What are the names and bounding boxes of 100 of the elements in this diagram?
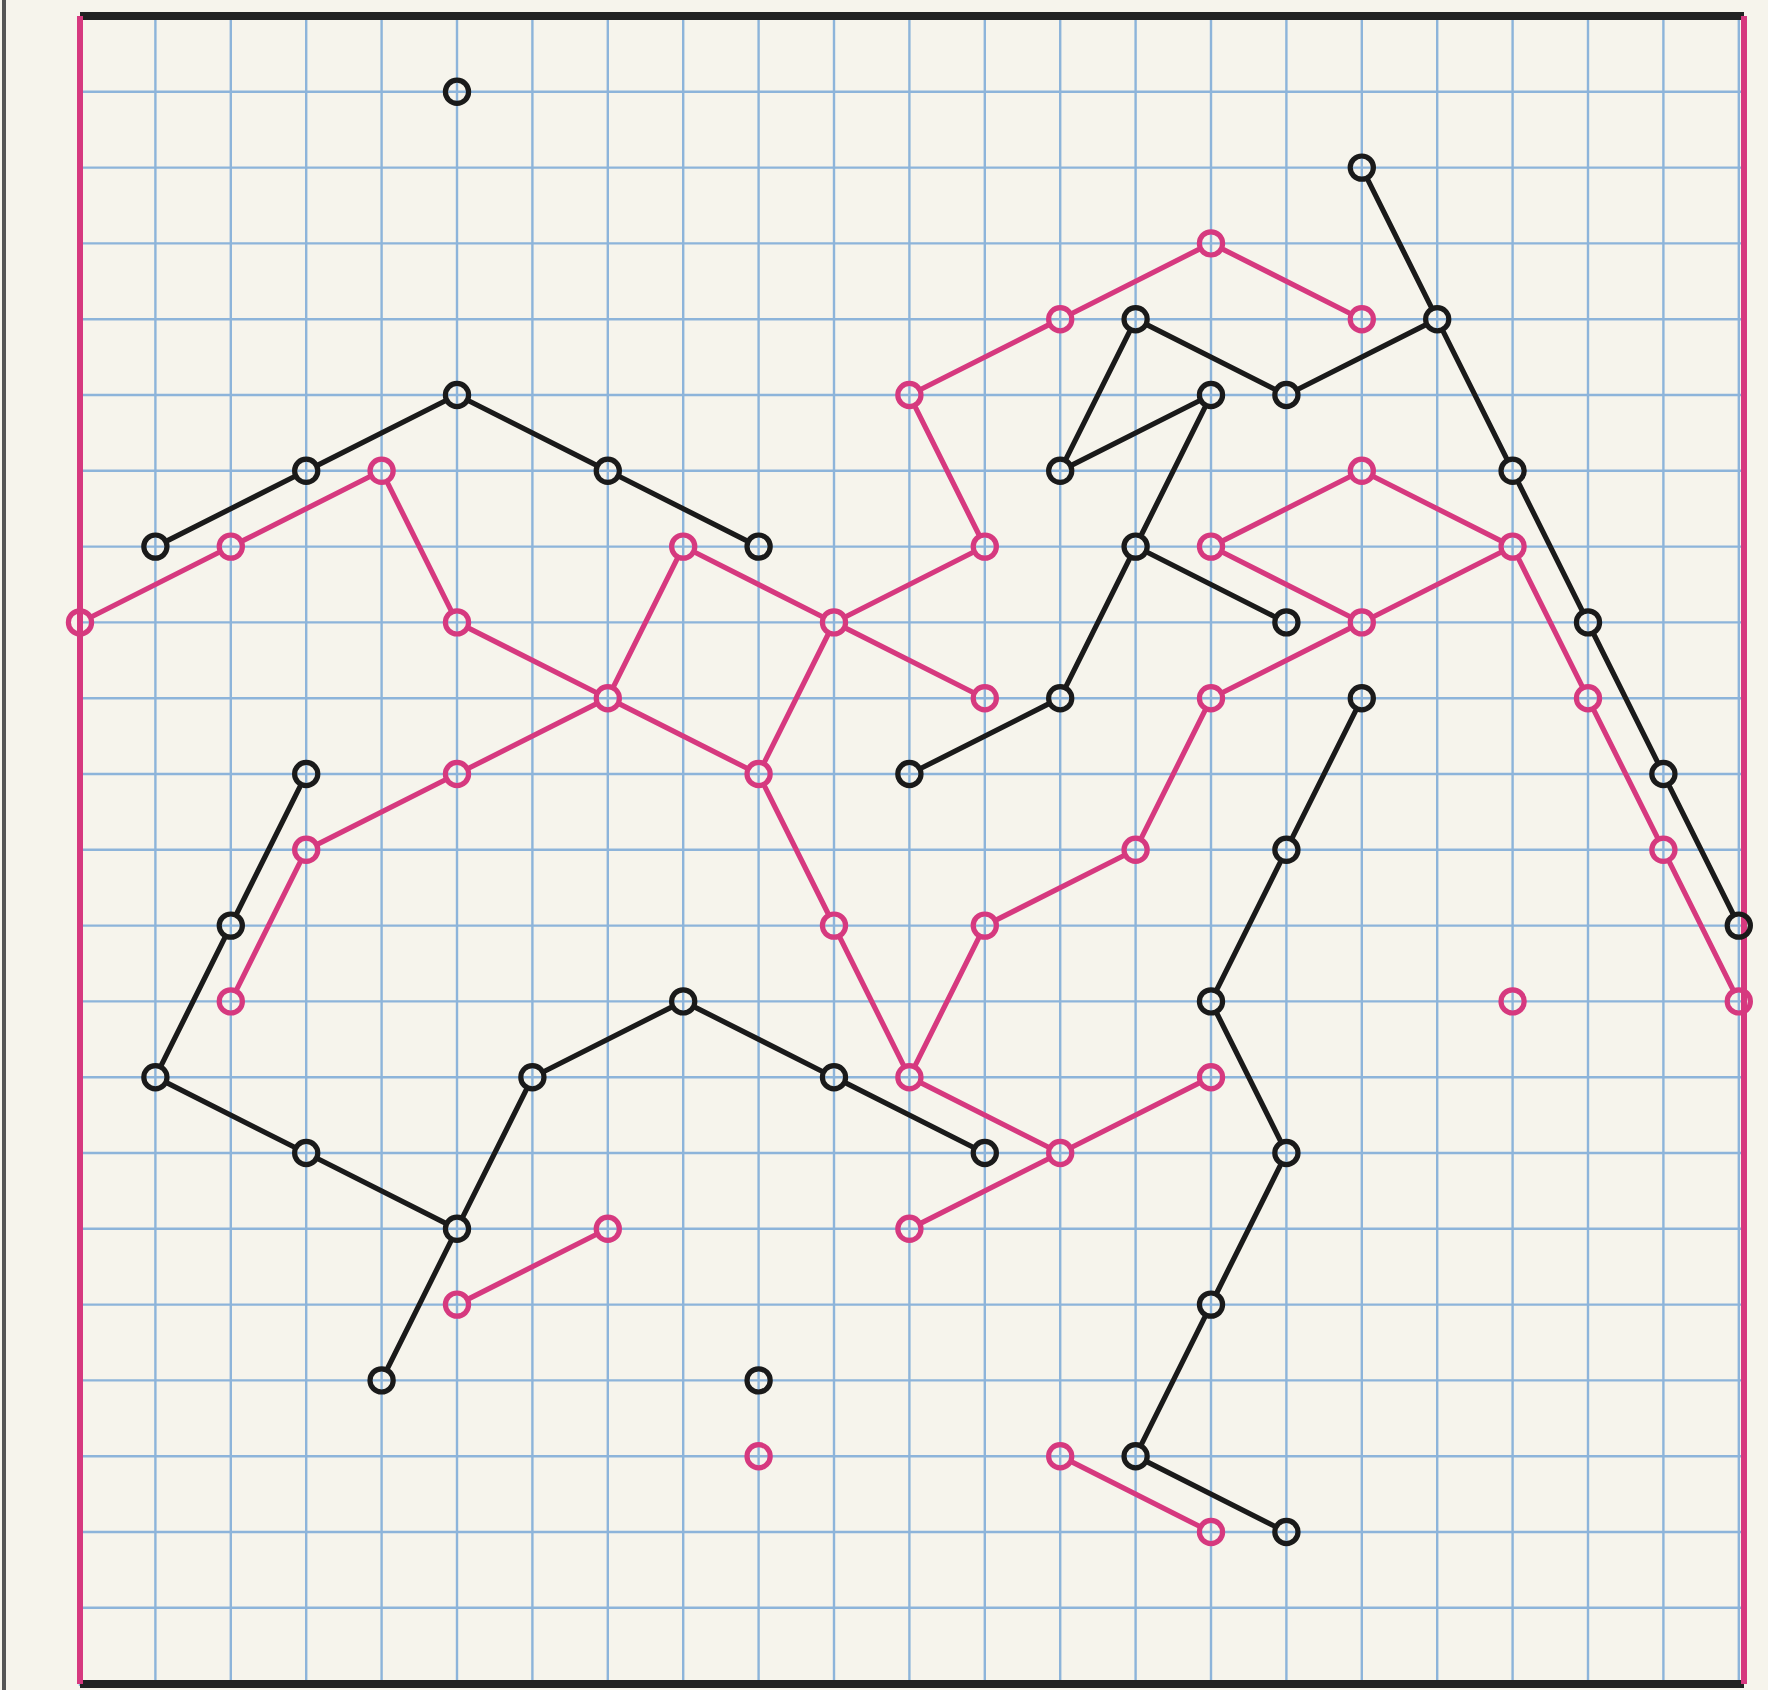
connector-line	[844, 550, 975, 619]
connector-line	[90, 550, 221, 619]
connector-line	[994, 853, 1126, 922]
connector-line	[1371, 474, 1503, 543]
connector-line	[1221, 474, 1352, 543]
circle-marker	[141, 1063, 170, 1092]
connector-line	[1214, 859, 1283, 992]
circle-marker	[1272, 380, 1301, 410]
connector-line	[316, 398, 447, 468]
connector-line	[1063, 329, 1132, 461]
connector-line	[919, 1080, 1051, 1150]
circle-marker	[442, 1214, 472, 1243]
connector-line	[1365, 177, 1434, 310]
circle-marker	[1272, 835, 1301, 864]
connector-line	[611, 556, 680, 689]
circle-marker	[367, 1366, 396, 1395]
circle-marker	[1121, 1442, 1150, 1471]
connector-line	[1070, 398, 1201, 468]
circle-marker	[744, 759, 773, 789]
circle-marker	[1272, 1138, 1301, 1168]
connector-line	[467, 626, 598, 695]
circle-marker	[744, 532, 773, 561]
circle-marker	[65, 608, 95, 637]
connector-line	[913, 935, 982, 1068]
connector-line	[617, 474, 749, 543]
circle-marker	[442, 77, 472, 106]
connector-line	[837, 935, 906, 1068]
circle-marker	[1272, 1517, 1301, 1547]
circle-marker	[442, 608, 472, 637]
connector-line	[919, 322, 1051, 392]
circle-marker	[1724, 911, 1753, 940]
circle-marker	[1573, 684, 1603, 713]
connector-line	[762, 784, 831, 916]
circle-marker	[1121, 835, 1150, 864]
connector-line	[1070, 1080, 1201, 1150]
connector-line	[460, 1087, 529, 1219]
circle-marker	[819, 911, 849, 940]
circle-marker	[1573, 608, 1603, 637]
connector-line	[693, 550, 824, 619]
connector-line	[1221, 626, 1352, 695]
connector-line	[159, 935, 228, 1068]
connector-line	[316, 777, 447, 847]
circle-marker	[216, 911, 245, 940]
circle-marker	[1046, 456, 1075, 485]
circle-marker	[1649, 759, 1678, 789]
connector-line	[1214, 1163, 1283, 1295]
connector-line	[316, 1156, 447, 1226]
circle-marker	[895, 380, 924, 410]
circle-marker	[367, 456, 396, 485]
connector-line	[617, 701, 749, 771]
circle-marker	[970, 911, 999, 940]
circle-marker	[1196, 1290, 1226, 1319]
connector-line	[1139, 1314, 1208, 1447]
circle-marker	[1196, 987, 1226, 1016]
circle-marker	[593, 1214, 622, 1243]
circle-marker	[895, 1214, 924, 1243]
circle-marker	[292, 759, 321, 789]
circle-marker	[1196, 229, 1226, 258]
connector-line	[919, 1156, 1051, 1226]
connector-line	[1145, 322, 1277, 392]
connector-line	[1591, 708, 1660, 840]
connector-line	[1063, 556, 1132, 689]
circle-marker	[744, 1366, 773, 1395]
connector-line	[234, 859, 303, 992]
circle-marker	[1196, 380, 1226, 410]
connector-line	[165, 1080, 297, 1150]
connector-line	[1296, 322, 1428, 392]
connector-line	[1145, 550, 1277, 619]
connector-line	[844, 626, 975, 695]
connector-line	[1139, 405, 1208, 537]
circle-marker	[292, 456, 321, 485]
circle-marker	[1347, 684, 1376, 713]
connector-line	[1139, 708, 1208, 840]
circle-marker	[292, 1138, 321, 1168]
connector-line	[1070, 247, 1201, 316]
circle-marker	[895, 1063, 924, 1092]
circle-marker	[1196, 1063, 1226, 1092]
connector-line	[234, 784, 303, 916]
connector-line	[240, 474, 372, 543]
connector-line	[1440, 329, 1509, 461]
circle-marker	[1347, 305, 1376, 334]
connector-line	[1145, 1459, 1277, 1529]
connector-line	[1516, 556, 1585, 689]
connector-line	[1070, 1459, 1201, 1529]
connector-line	[385, 1238, 454, 1371]
connector-line	[1667, 784, 1736, 916]
circle-marker	[442, 759, 472, 789]
circle-marker	[1196, 1517, 1226, 1547]
circle-marker	[518, 1063, 547, 1092]
connector-line	[385, 480, 454, 613]
connector-line	[919, 701, 1051, 771]
circle-marker	[1347, 456, 1376, 485]
circle-marker	[1498, 456, 1527, 485]
circle-marker	[970, 1138, 999, 1168]
connector-line	[165, 474, 297, 543]
connector-line	[467, 398, 598, 468]
circle-marker	[1423, 305, 1452, 334]
connector-line	[1290, 708, 1359, 840]
circle-marker	[1272, 608, 1301, 637]
connector-line	[1371, 550, 1503, 619]
